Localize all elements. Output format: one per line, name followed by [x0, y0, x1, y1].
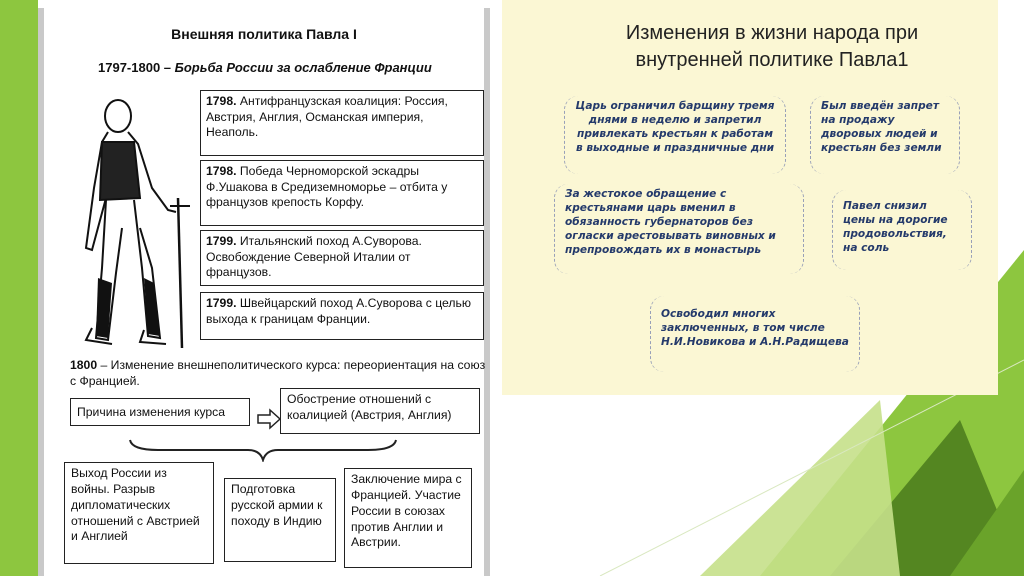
reform-item-3: За жестокое обращение с крестьянами царь…	[554, 184, 804, 274]
event-text: Победа Черноморской эскадры Ф.Ушакова в …	[206, 164, 448, 210]
event-year: 1798.	[206, 164, 237, 178]
green-left-stripe	[0, 0, 38, 576]
reform-item-4: Павел снизил цены на дорогие продовольст…	[832, 190, 972, 270]
domestic-policy-panel: Изменения в жизни народа при внутренней …	[502, 0, 998, 395]
event-text: Итальянский поход А.Суворова. Освобожден…	[206, 234, 422, 280]
reform-text: Павел снизил цены на дорогие продовольст…	[843, 200, 948, 254]
outcome-text: Подготовка русской армии к походу в Инди…	[231, 482, 323, 528]
arrow-right-icon	[257, 408, 282, 430]
event-box-3: 1799. Итальянский поход А.Суворова. Осво…	[200, 230, 484, 286]
period-line: 1797-1800 – Борьба России за ослабление …	[98, 60, 432, 75]
event-box-1: 1798. Антифранцузская коалиция: Россия, …	[200, 90, 484, 156]
paul-portrait-sketch	[84, 99, 190, 349]
reform-text: Был введён запрет на продажу дворовых лю…	[821, 100, 942, 154]
brace-icon	[129, 439, 397, 462]
outcome-box-3: Заключение мира с Францией. Участие Росс…	[344, 468, 472, 568]
event-text: Швейцарский поход А.Суворова с целью вых…	[206, 296, 472, 326]
period-years: 1797-1800 –	[98, 60, 172, 75]
outcome-box-1: Выход России из войны. Разрыв дипломатич…	[64, 462, 214, 564]
green-sliver	[950, 470, 1024, 576]
left-panel-title: Внешняя политика Павла I	[171, 26, 357, 42]
event-box-4: 1799. Швейцарский поход А.Суворова с цел…	[200, 292, 484, 340]
period-text: Борьба России за ослабление Франции	[174, 60, 432, 75]
cause-box: Причина изменения курса	[70, 398, 250, 426]
green-triangle-light	[700, 400, 900, 576]
change-year: 1800	[70, 358, 98, 372]
change-text: – Изменение внешнеполитического курса: п…	[70, 358, 486, 389]
reform-item-5: Освободил многих заключенных, в том числ…	[650, 296, 860, 372]
right-panel-title: Изменения в жизни народа при внутренней …	[625, 22, 919, 71]
event-year: 1799.	[206, 296, 237, 310]
reform-item-1: Царь ограничил барщину тремя днями в нед…	[564, 96, 786, 174]
cause-result-text: Обострение отношений с коалицией (Австри…	[287, 392, 452, 422]
outcome-text: Выход России из войны. Разрыв дипломатич…	[71, 466, 200, 544]
outcome-box-2: Подготовка русской армии к походу в Инди…	[224, 478, 336, 562]
cause-label: Причина изменения курса	[77, 405, 226, 419]
course-change-line: 1800 – Изменение внешнеполитического кур…	[70, 357, 490, 390]
reform-text: За жестокое обращение с крестьянами царь…	[565, 188, 776, 256]
foreign-policy-panel: Внешняя политика Павла I 1797-1800 – Бор…	[38, 8, 490, 576]
reform-text: Освободил многих заключенных, в том числ…	[661, 308, 849, 348]
event-text: Антифранцузская коалиция: Россия, Австри…	[206, 94, 448, 140]
event-box-2: 1798. Победа Черноморской эскадры Ф.Ушак…	[200, 160, 484, 226]
event-year: 1799.	[206, 234, 237, 248]
event-year: 1798.	[206, 94, 237, 108]
cause-result-box: Обострение отношений с коалицией (Австри…	[280, 388, 480, 434]
reform-item-2: Был введён запрет на продажу дворовых лю…	[810, 96, 960, 174]
reform-text: Царь ограничил барщину тремя днями в нед…	[575, 100, 775, 154]
outcome-text: Заключение мира с Францией. Участие Росс…	[351, 472, 462, 550]
